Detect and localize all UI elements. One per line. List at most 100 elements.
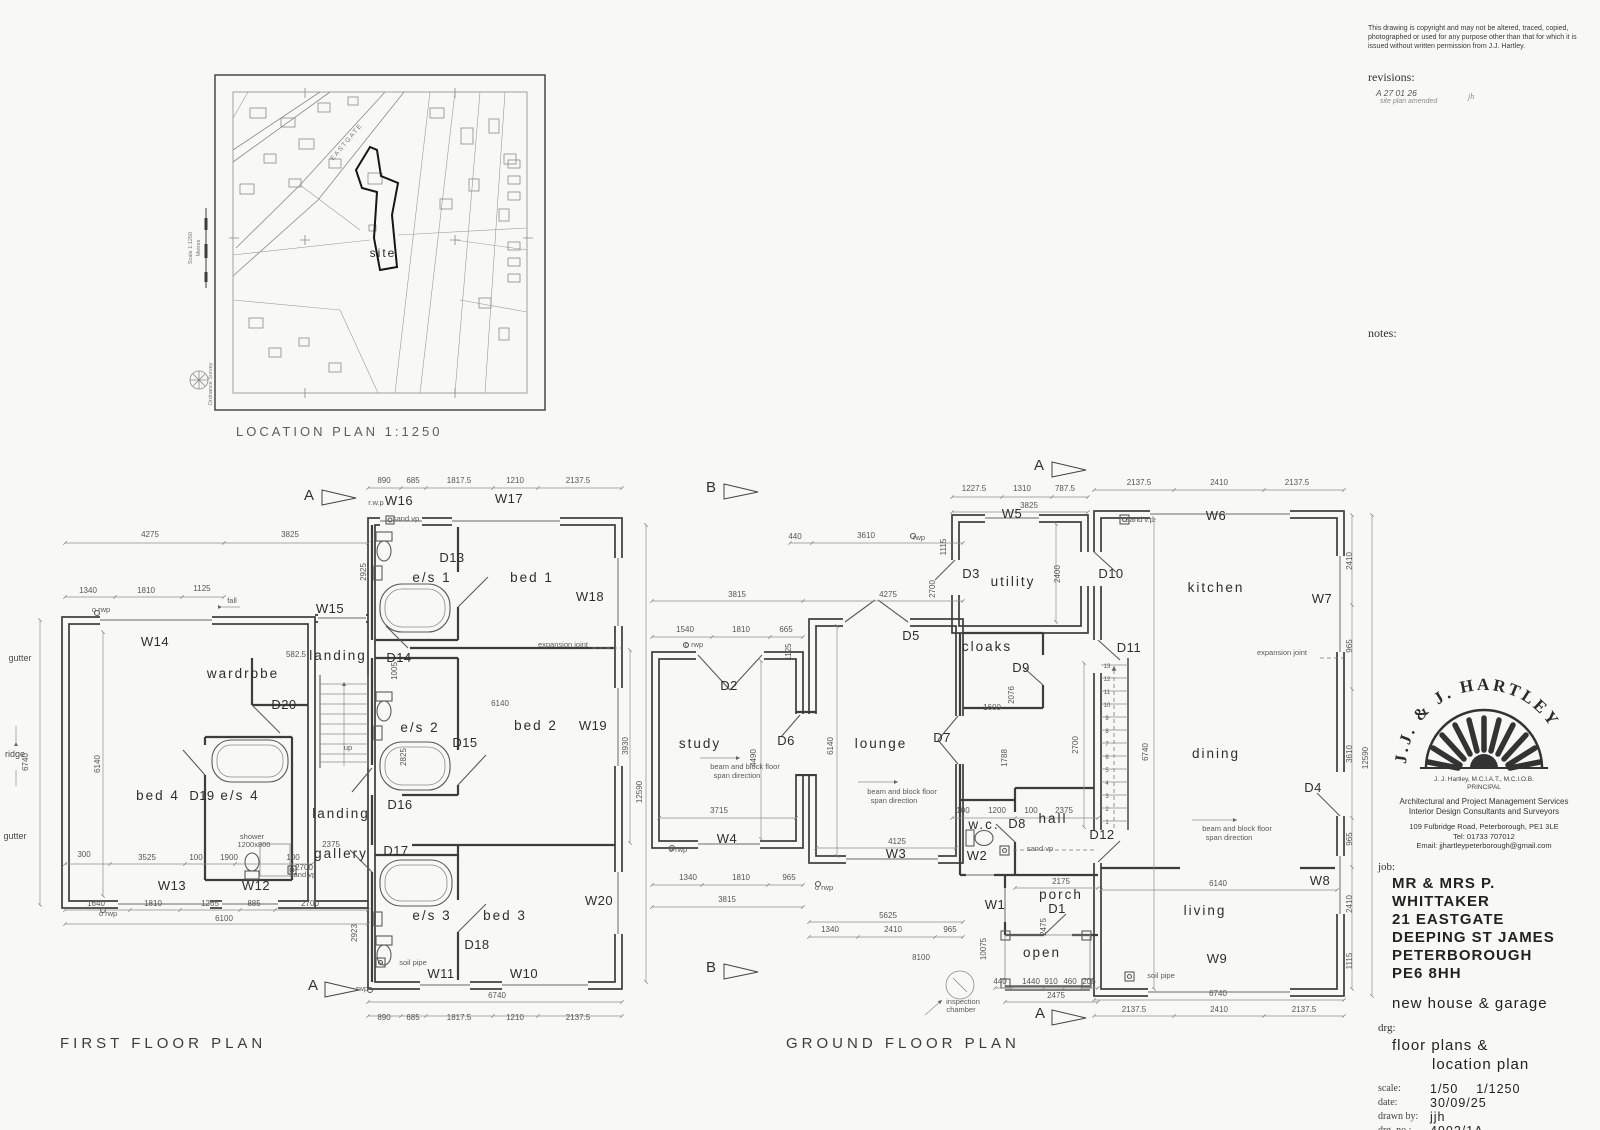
section-marker-triangles bbox=[321, 489, 360, 998]
stair-number: 3 bbox=[1105, 794, 1109, 800]
opening-tag: W13 bbox=[158, 878, 186, 893]
dimension-label: 2700 bbox=[295, 863, 313, 872]
opening-tag: W16 bbox=[385, 493, 413, 508]
annotation: chamber bbox=[946, 1005, 976, 1014]
dimension-label: 2375 bbox=[322, 840, 340, 849]
opening-tag: W20 bbox=[585, 893, 613, 908]
first-floor-windows bbox=[100, 517, 623, 990]
dimension-label: 965 bbox=[943, 925, 957, 934]
dimension-label: 2175 bbox=[1052, 877, 1070, 886]
dimension-label: 2475 bbox=[1039, 918, 1048, 936]
location-plan-buildings bbox=[239, 96, 521, 373]
dimension-label: 6140 bbox=[826, 737, 835, 755]
room-label: landing bbox=[309, 648, 367, 663]
dimension-label: 1115 bbox=[939, 538, 948, 555]
dimension-label: 3930 bbox=[621, 737, 630, 755]
dimension-label: 100 bbox=[956, 806, 970, 815]
dimension-label: 12590 bbox=[635, 780, 644, 803]
dimension-label: 2923 bbox=[350, 924, 359, 942]
room-label: living bbox=[1184, 903, 1227, 918]
dimension-label: 965 bbox=[1345, 832, 1354, 846]
room-label: open bbox=[1023, 945, 1061, 960]
opening-tag: W12 bbox=[242, 878, 270, 893]
opening-tag: D2 bbox=[720, 678, 738, 693]
room-label: wardrobe bbox=[206, 666, 279, 681]
dimension-label: 4125 bbox=[888, 837, 906, 846]
room-label: kitchen bbox=[1188, 580, 1245, 595]
annotation: o rwp bbox=[92, 605, 110, 614]
dimension-label: 1810 bbox=[732, 625, 750, 634]
dimension-label: 4275 bbox=[879, 590, 897, 599]
opening-tag: D3 bbox=[962, 566, 980, 581]
opening-tag: D1 bbox=[1048, 901, 1066, 916]
annotation: expansion joint bbox=[1257, 648, 1308, 657]
dimension-label: 6100 bbox=[215, 914, 233, 923]
dimension-label: 1810 bbox=[144, 899, 162, 908]
dimension-label: 5625 bbox=[879, 911, 897, 920]
revision-initials: jh bbox=[1468, 92, 1475, 101]
room-label: lounge bbox=[855, 736, 908, 751]
dimension-label: 1210 bbox=[506, 476, 524, 485]
dimension-label: 100 bbox=[1024, 806, 1038, 815]
dimension-label: 1540 bbox=[676, 625, 694, 634]
stair-number: 6 bbox=[1105, 755, 1109, 761]
dimension-label: 100 bbox=[189, 853, 203, 862]
annotation: beam and block floor bbox=[710, 762, 780, 771]
dimension-label: 4275 bbox=[141, 530, 159, 539]
dimension-label: 2410 bbox=[1210, 478, 1228, 487]
dimension-label: 3825 bbox=[281, 530, 299, 539]
first-floor-dimension-lines bbox=[16, 486, 648, 1018]
annotation: up bbox=[344, 743, 352, 752]
address-line: 109 Fulbridge Road, Peterborough, PE1 3L… bbox=[1409, 822, 1559, 831]
revision-entry: A 27 01 26 bbox=[1376, 88, 1417, 98]
location-plan-frame bbox=[214, 74, 546, 411]
dimension-label: 1210 bbox=[506, 1013, 524, 1022]
opening-tag: W4 bbox=[717, 831, 738, 846]
stair-number: 8 bbox=[1105, 729, 1109, 735]
stair-number: 10 bbox=[1104, 703, 1111, 709]
dimension-label: 3715 bbox=[710, 806, 728, 815]
section-marker: B bbox=[706, 479, 716, 496]
dimension-label: 2700 bbox=[1071, 736, 1080, 754]
phone-line: Tel: 01733 707012 bbox=[1453, 831, 1515, 841]
dimension-label: 910 bbox=[1044, 977, 1058, 986]
dimension-label: 6140 bbox=[1209, 879, 1227, 888]
ground-floor-fixtures bbox=[668, 514, 1135, 1000]
drg-no-value: 4902/1A bbox=[1430, 1124, 1484, 1130]
dimension-label: 10075 bbox=[979, 937, 988, 960]
dimension-label: 2825 bbox=[399, 748, 408, 766]
scale-value: 1/50 1/1250 bbox=[1430, 1081, 1521, 1096]
dimension-label: 665 bbox=[779, 625, 793, 634]
revision-note: site plan amended bbox=[1380, 98, 1438, 105]
room-label: e/s 1 bbox=[412, 570, 451, 585]
dimension-label: 6740 bbox=[488, 991, 506, 1000]
date-label: date: bbox=[1378, 1096, 1398, 1108]
room-label: e/s 4 bbox=[220, 788, 259, 803]
dimension-label: 2410 bbox=[1210, 1005, 1228, 1014]
site-label: site bbox=[370, 246, 397, 260]
dimension-label: 300 bbox=[77, 850, 91, 859]
stair-number: 5 bbox=[1105, 768, 1109, 774]
dimension-label: 2410 bbox=[1345, 552, 1354, 570]
dimension-label: 1005 bbox=[390, 662, 399, 680]
dimension-label: 460 bbox=[1063, 977, 1077, 986]
dimension-label: 1200 bbox=[988, 806, 1006, 815]
dimension-label: 1125 bbox=[784, 643, 793, 661]
dimension-label: 2700 bbox=[301, 899, 319, 908]
dimension-label: 1817.5 bbox=[447, 476, 472, 485]
stair-number: 2 bbox=[1105, 807, 1109, 813]
section-marker: A bbox=[308, 977, 318, 994]
dimension-label: 440 bbox=[788, 532, 802, 541]
opening-tag: D12 bbox=[1089, 827, 1114, 842]
ground-floor-plan-title: GROUND FLOOR PLAN bbox=[786, 1035, 1020, 1052]
annotation: sand v.p. bbox=[1126, 515, 1156, 524]
dimension-label: 1265 bbox=[201, 899, 219, 908]
section-marker: A bbox=[1034, 457, 1044, 474]
job-label: job: bbox=[1378, 860, 1396, 873]
opening-tag: W19 bbox=[579, 718, 607, 733]
opening-tag: D10 bbox=[1098, 566, 1123, 581]
location-plan-caption: LOCATION PLAN 1:1250 bbox=[236, 424, 443, 439]
